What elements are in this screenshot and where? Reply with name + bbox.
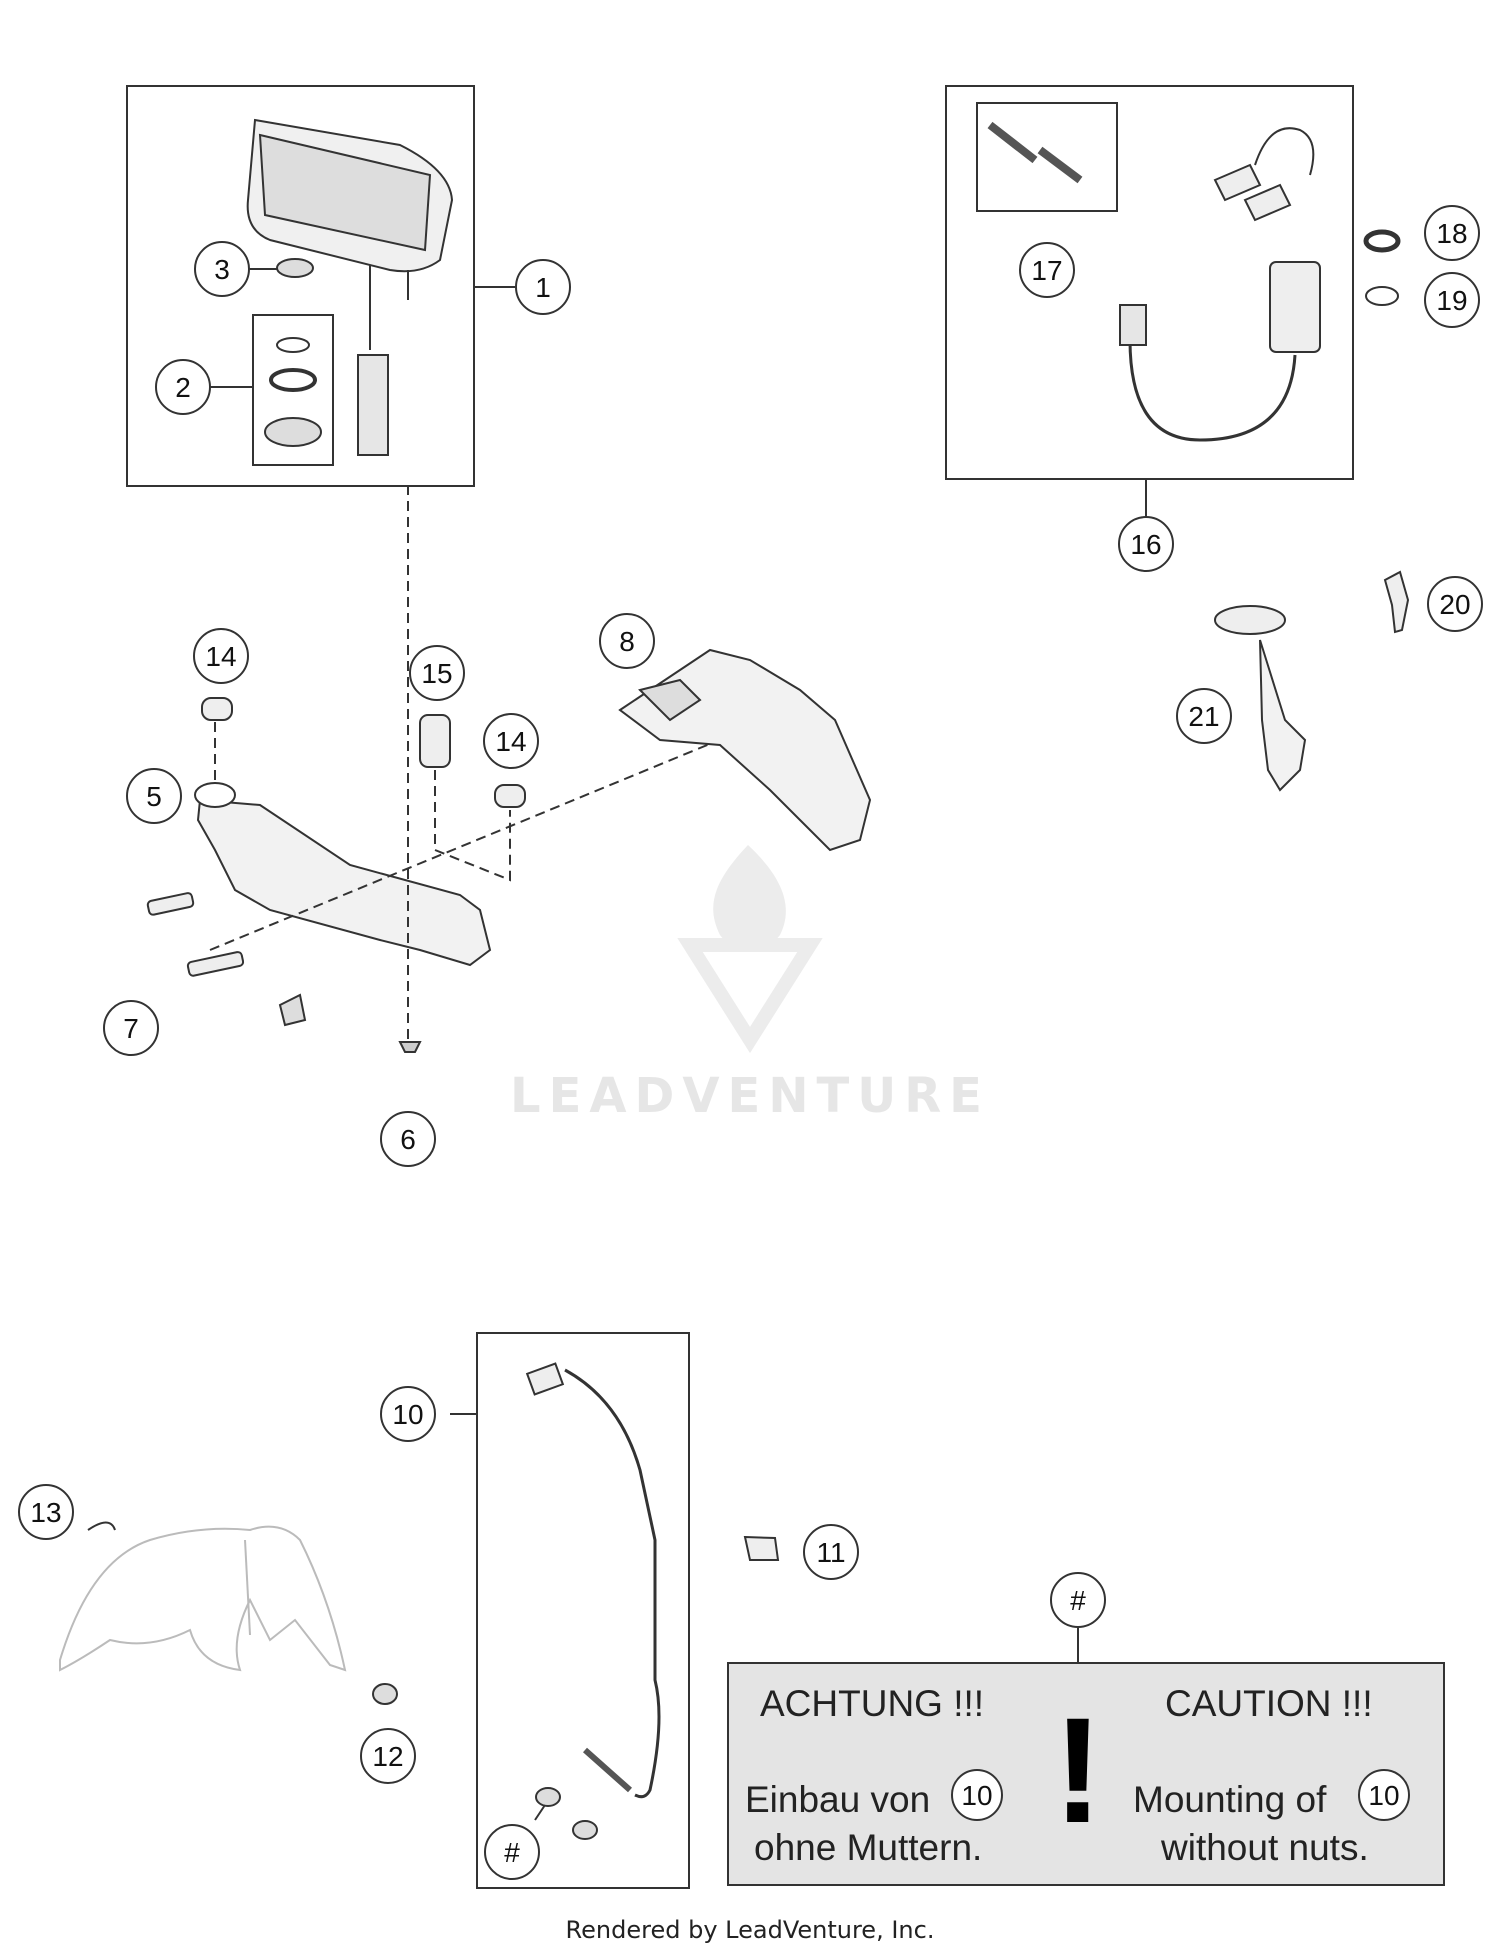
- svg-text:19: 19: [1436, 285, 1467, 316]
- svg-text:#: #: [504, 1837, 520, 1868]
- callout-12: 12: [360, 1728, 416, 1784]
- svg-text:15: 15: [421, 658, 452, 689]
- dashboard-connector: [357, 354, 389, 456]
- caution-right-line2: without nuts.: [1160, 1827, 1369, 1868]
- svg-text:2: 2: [175, 372, 191, 403]
- callout-14b: 14: [483, 713, 539, 769]
- svg-text:20: 20: [1439, 589, 1470, 620]
- cap-14b: [494, 784, 526, 808]
- leadventure-logo: [677, 845, 823, 1054]
- group-box-1: [126, 85, 475, 487]
- callout-hash-bottom: #: [484, 1824, 540, 1880]
- callout-19: 19: [1424, 272, 1480, 328]
- svg-text:13: 13: [30, 1497, 61, 1528]
- cap-14a: [201, 697, 233, 721]
- leader-lines: [210, 268, 1079, 1821]
- bolt-7b: [186, 951, 245, 977]
- callout-11: 11: [803, 1524, 859, 1580]
- grommet-15: [419, 714, 451, 768]
- callout-20: 20: [1427, 576, 1483, 632]
- callout-14a: 14: [193, 628, 249, 684]
- keys: [1254, 127, 1315, 176]
- bolt-7a: [146, 892, 195, 916]
- svg-text:3: 3: [214, 254, 230, 285]
- svg-text:8: 8: [619, 626, 635, 657]
- callout-3: 3: [194, 241, 250, 297]
- svg-text:14: 14: [495, 726, 526, 757]
- callout-13: 13: [18, 1484, 74, 1540]
- caution-right-line1: Mounting of: [1133, 1779, 1327, 1820]
- svg-text:17: 17: [1031, 255, 1062, 286]
- svg-text:5: 5: [146, 781, 162, 812]
- svg-text:14: 14: [205, 641, 236, 672]
- caution-left-heading: ACHTUNG !!!: [760, 1683, 984, 1724]
- callout-10: 10: [380, 1386, 436, 1442]
- nut-3: [276, 258, 314, 278]
- svg-text:18: 18: [1436, 218, 1467, 249]
- caution-box: ACHTUNG !!! Einbau von 10 ohne Muttern. …: [727, 1662, 1445, 1886]
- callout-6: 6: [380, 1111, 436, 1167]
- callout-2: 2: [155, 359, 211, 415]
- svg-text:7: 7: [123, 1013, 139, 1044]
- ignition-group: [945, 85, 1401, 520]
- callout-16: 16: [1118, 516, 1174, 572]
- callout-15: 15: [409, 645, 465, 701]
- callout-7: 7: [103, 1000, 159, 1056]
- lock-parts: [1214, 570, 1410, 792]
- callout-hash-top: #: [1050, 1572, 1106, 1628]
- key-blank-20: [1383, 570, 1410, 634]
- ring-19: [1365, 286, 1399, 306]
- circlip-13: [87, 1521, 116, 1531]
- svg-text:21: 21: [1188, 701, 1219, 732]
- group-box-10: [476, 1332, 690, 1889]
- svg-text:10: 10: [392, 1399, 423, 1430]
- caution-left-line1: Einbau von: [745, 1779, 930, 1820]
- caution-right-heading: CAUTION !!!: [1165, 1683, 1373, 1724]
- caution-left-ref: 10: [961, 1780, 992, 1811]
- group-box-16: [945, 85, 1354, 480]
- svg-text:16: 16: [1130, 529, 1161, 560]
- screw-6: [398, 1041, 422, 1053]
- callout-21: 21: [1176, 688, 1232, 744]
- handlebar-switch-8: [618, 648, 872, 852]
- svg-text:6: 6: [400, 1124, 416, 1155]
- svg-text:12: 12: [372, 1741, 403, 1772]
- callout-18: 18: [1424, 205, 1480, 261]
- callout-1: 1: [515, 259, 571, 315]
- cap-21: [1214, 605, 1286, 635]
- cable-group: [476, 1332, 690, 1889]
- group-box-17: [976, 102, 1118, 212]
- bracket-5: [196, 798, 492, 967]
- svg-text:#: #: [1070, 1585, 1086, 1616]
- watermark-text: LEADVENTURE: [510, 1068, 990, 1124]
- caution-left-line2: ohne Muttern.: [754, 1827, 982, 1868]
- clip-11: [743, 1535, 780, 1561]
- footer-credit: Rendered by LeadVenture, Inc.: [565, 1916, 935, 1944]
- svg-text:1: 1: [535, 272, 551, 303]
- callout-8: 8: [599, 613, 655, 669]
- caution-mark: !: [1053, 1686, 1103, 1854]
- fork-bracket-ghost: [59, 1525, 347, 1672]
- ignition-switch: [1269, 261, 1321, 353]
- ring-18: [1363, 229, 1401, 253]
- callout-5: 5: [126, 768, 182, 824]
- caution-right-ref: 10: [1368, 1780, 1399, 1811]
- callout-17: 17: [1019, 242, 1075, 298]
- nut-12: [372, 1683, 398, 1705]
- dashboard-group: [126, 85, 475, 487]
- svg-text:11: 11: [816, 1537, 845, 1568]
- group-box-2: [252, 314, 334, 466]
- connector-10: [525, 1362, 565, 1396]
- bracket-group: [146, 485, 781, 1053]
